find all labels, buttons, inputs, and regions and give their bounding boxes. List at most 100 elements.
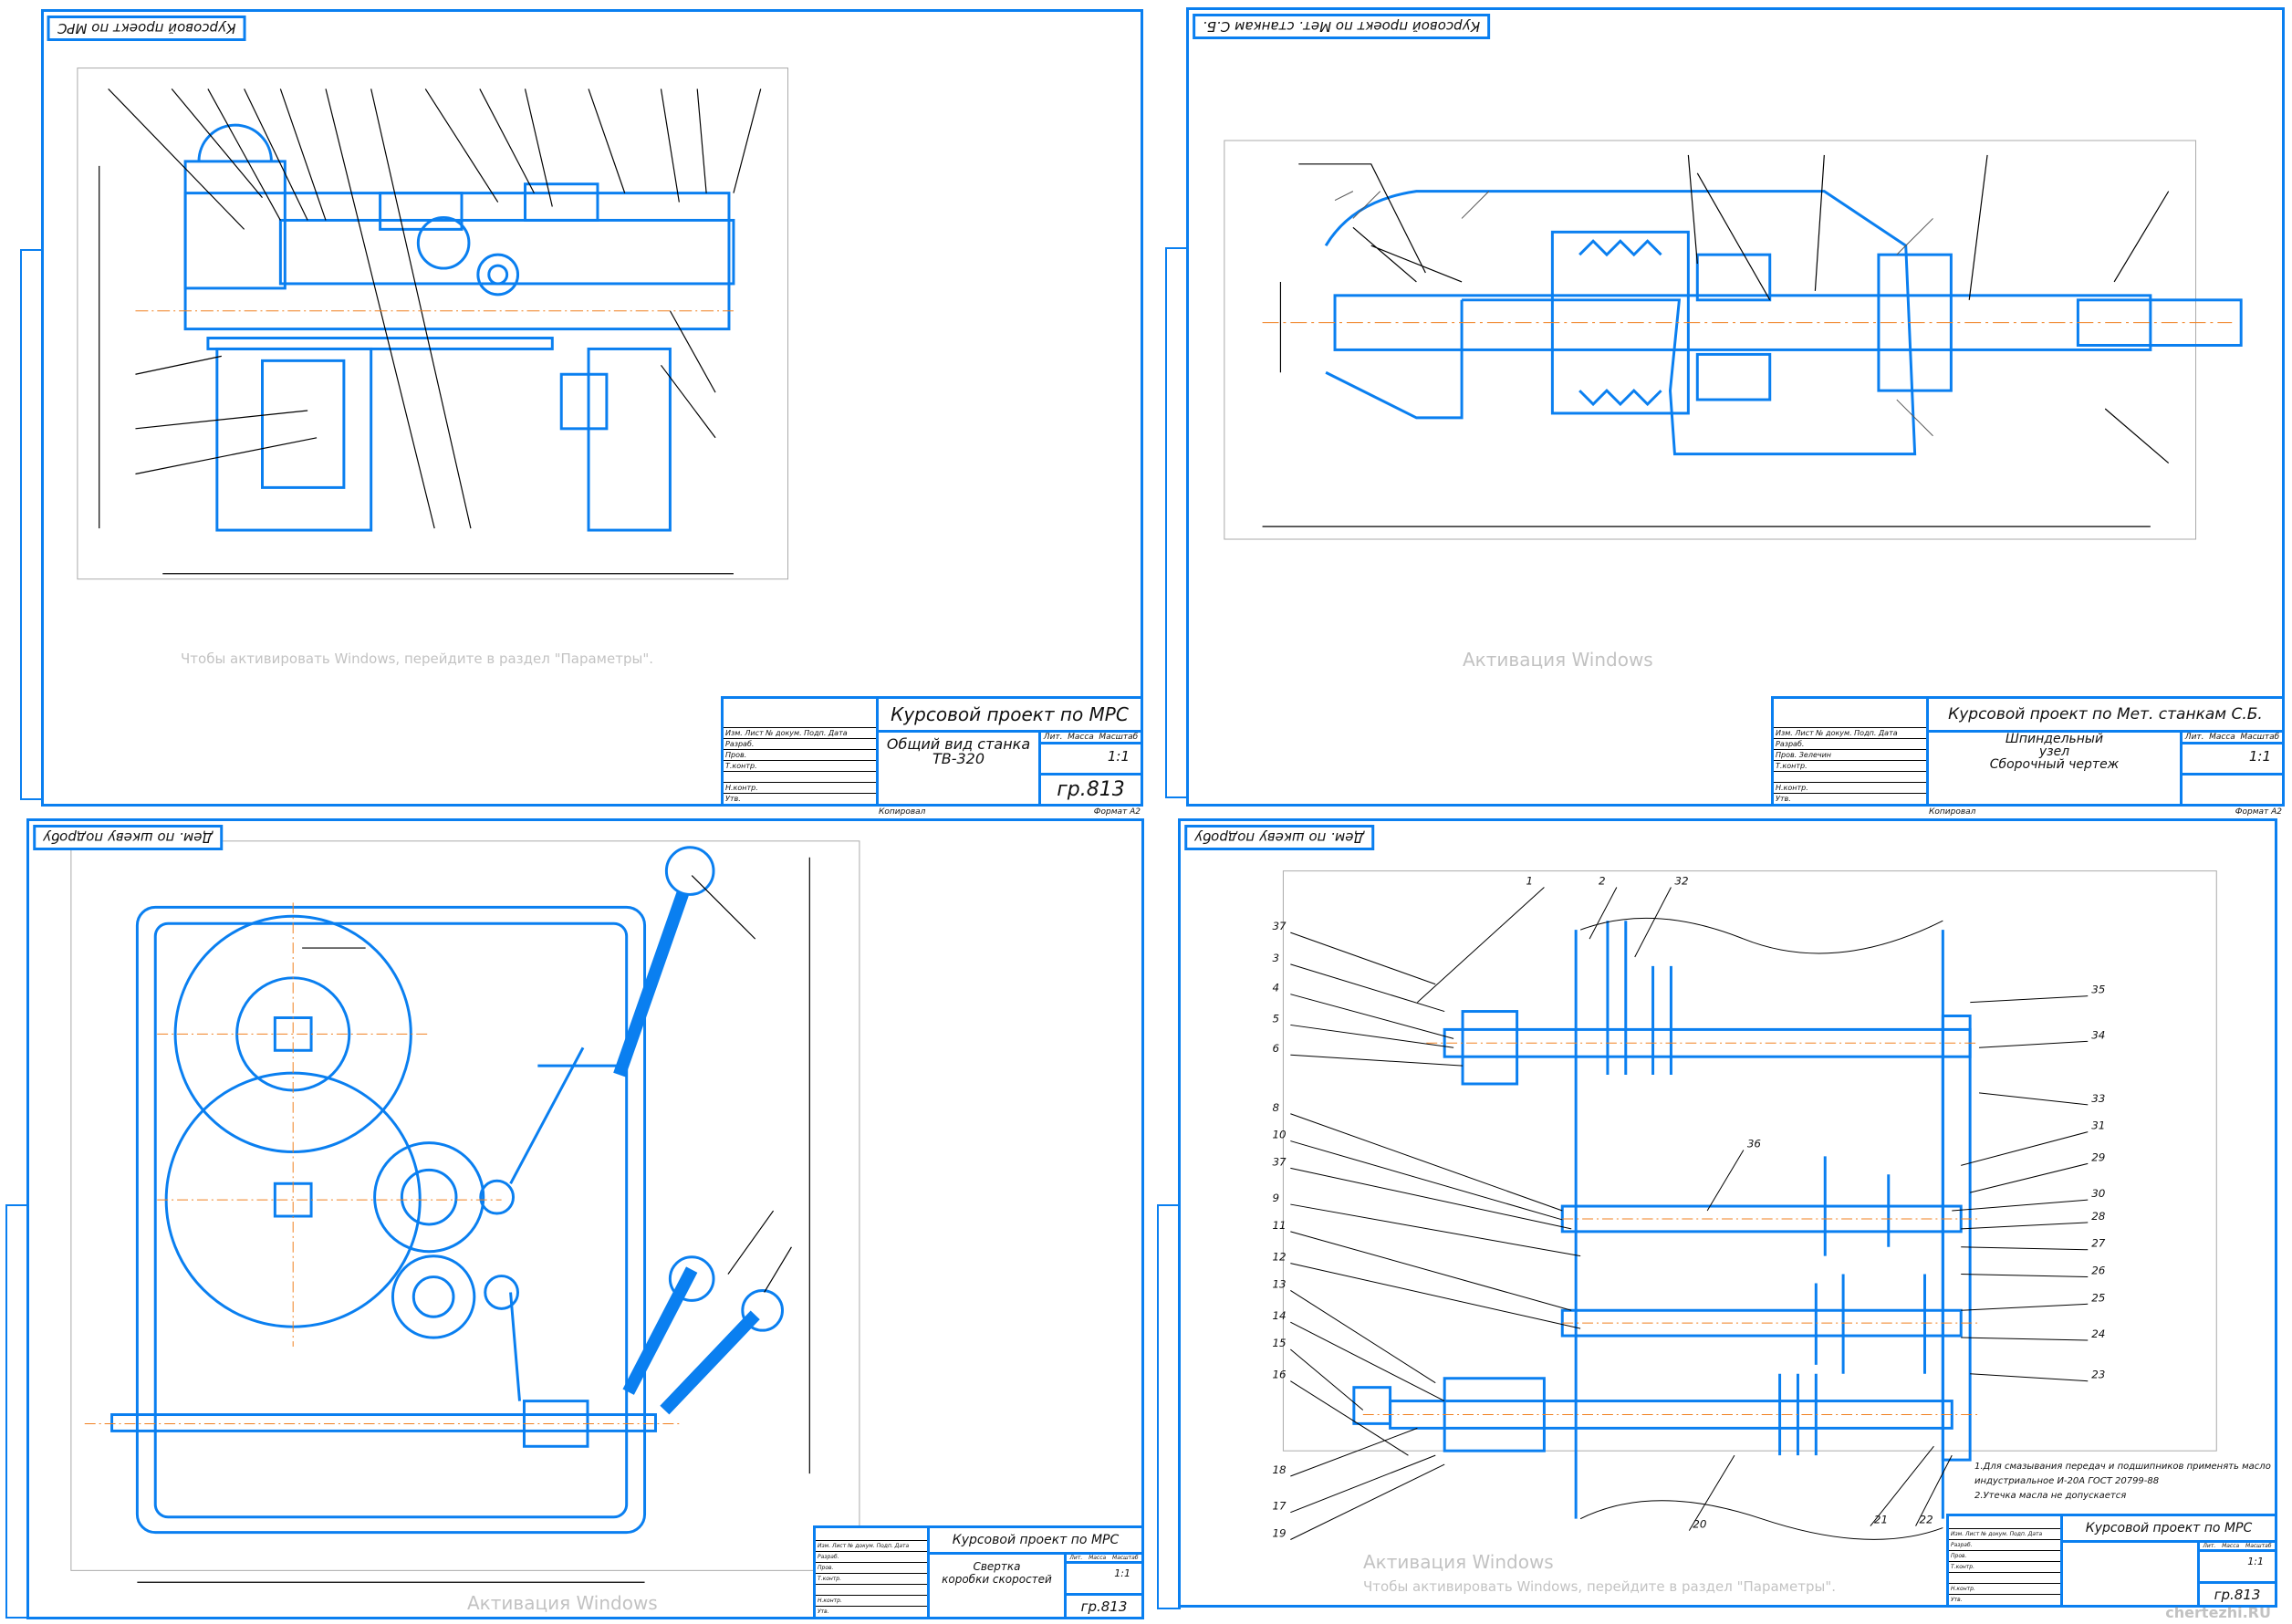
row bbox=[1949, 1572, 2060, 1583]
part-number-label: 30 bbox=[2091, 1187, 2105, 1200]
lit-label: Лит. bbox=[1069, 1555, 1083, 1561]
lit-label: Лит. bbox=[2184, 733, 2204, 742]
row: Утв. bbox=[816, 1606, 927, 1617]
title-block: Изм. Лист № докум. Подп. Дата Разраб. Пр… bbox=[813, 1525, 1141, 1617]
part-number-label: 9 bbox=[1272, 1192, 1279, 1204]
leader-line bbox=[1290, 994, 1454, 1039]
part-number-label: 19 bbox=[1272, 1527, 1286, 1540]
leader-line bbox=[1290, 1231, 1572, 1311]
project-title: Курсовой проект по МРС bbox=[2063, 1516, 2275, 1543]
row: Разраб. bbox=[816, 1551, 927, 1562]
part-number-label: 10 bbox=[1272, 1129, 1286, 1141]
corner-stamp: Курсовой проект по МРС bbox=[47, 16, 246, 41]
mass-label: Масса bbox=[2209, 733, 2235, 742]
leader-line bbox=[1290, 1289, 1436, 1384]
part-number-label: 15 bbox=[1272, 1337, 1286, 1349]
row: Утв. bbox=[724, 793, 876, 804]
watermark-subtitle: Чтобы активировать Windows, перейдите в … bbox=[181, 651, 653, 667]
name-line: Сборочный чертеж bbox=[1989, 756, 2120, 772]
mass-label: Масса bbox=[1089, 1555, 1107, 1561]
name-line: ТВ-320 bbox=[932, 749, 985, 767]
corner-stamp: Курсовой проект по Мет. станкам С.Б. bbox=[1193, 14, 1491, 39]
scale-label: Масштаб bbox=[1099, 733, 1139, 742]
leader-line bbox=[1961, 1274, 2089, 1278]
row: Пров. Зелечин bbox=[1774, 749, 1926, 760]
watermark-title: Активация Windows bbox=[1363, 1551, 1554, 1573]
part-number-label: 1 bbox=[1526, 875, 1534, 888]
row: Н.контр. bbox=[1774, 782, 1926, 793]
watermark-subtitle: Чтобы активировать Windows, перейдите в … bbox=[1363, 1578, 1836, 1595]
leader-line bbox=[1589, 887, 1618, 940]
leader-line bbox=[1290, 1427, 1418, 1477]
side-strip bbox=[20, 249, 44, 800]
part-number-label: 32 bbox=[1674, 875, 1688, 888]
leader-line bbox=[1979, 1040, 2089, 1048]
title-block-signature-rows: Изм. Лист № докум. Подп. Дата Разраб. Пр… bbox=[816, 1528, 930, 1617]
part-number-label: 35 bbox=[2091, 984, 2105, 996]
row: Изм. Лист № докум. Подп. Дата bbox=[724, 727, 876, 738]
group-number: гр.813 bbox=[2197, 1581, 2275, 1605]
row: Т.контр. bbox=[1949, 1561, 2060, 1572]
part-number-label: 3 bbox=[1272, 952, 1279, 964]
sheet-general-view: Курсовой проект по МРС Изм. Лист № докум… bbox=[20, 9, 1143, 817]
row: Изм. Лист № докум. Подп. Дата bbox=[816, 1540, 927, 1551]
leader-line bbox=[1290, 1348, 1364, 1411]
part-number-label: 24 bbox=[2091, 1327, 2105, 1340]
name-line: Общий вид станка bbox=[886, 734, 1031, 753]
scale-value: 1:1 bbox=[2247, 1556, 2264, 1567]
side-strip bbox=[1157, 1204, 1181, 1609]
row: Разраб. bbox=[1774, 738, 1926, 749]
leader-line bbox=[1961, 1337, 2089, 1341]
leader-line bbox=[1915, 1454, 1953, 1526]
row: Разраб. bbox=[724, 738, 876, 749]
lit-label: Лит. bbox=[1043, 733, 1063, 742]
part-number-label: 11 bbox=[1272, 1219, 1286, 1232]
part-number-label: 6 bbox=[1272, 1042, 1279, 1055]
leader-line bbox=[1290, 1454, 1436, 1514]
spindle-section-drawing bbox=[1224, 140, 2243, 540]
name-line: коробки скоростей bbox=[942, 1572, 1052, 1586]
leader-line bbox=[1290, 1203, 1581, 1257]
leader-line bbox=[1290, 1463, 1445, 1540]
title-block-signature-rows: Изм. Лист № докум. Подп. Дата Разраб. Пр… bbox=[724, 699, 879, 804]
scale-value: 1:1 bbox=[2248, 748, 2271, 765]
leader-line bbox=[1417, 887, 1545, 1003]
row: Т.контр. bbox=[816, 1573, 927, 1584]
mass-label: Масса bbox=[1068, 733, 1094, 742]
row: Пров. bbox=[1949, 1550, 2060, 1561]
row: Разраб. bbox=[1949, 1539, 2060, 1550]
part-number-label: 21 bbox=[1874, 1514, 1888, 1526]
leader-line bbox=[1290, 963, 1445, 1013]
leader-line bbox=[1979, 1092, 2089, 1106]
leader-line bbox=[1290, 1380, 1409, 1456]
name-line: Свертка bbox=[973, 1559, 1021, 1573]
scale-value: 1:1 bbox=[1114, 1567, 1130, 1579]
part-number-label: 37 bbox=[1272, 1155, 1287, 1168]
part-number-label: 26 bbox=[2091, 1265, 2106, 1277]
scale-label: Масштаб bbox=[2240, 733, 2280, 742]
part-number-label: 25 bbox=[2091, 1291, 2105, 1304]
part-number-label: 36 bbox=[1747, 1138, 1762, 1150]
part-number-label: 23 bbox=[2091, 1369, 2105, 1381]
side-strip bbox=[1165, 247, 1189, 798]
leader-line bbox=[1290, 1321, 1445, 1402]
row bbox=[724, 771, 876, 782]
row: Пров. bbox=[724, 749, 876, 760]
name-line: Шпиндельный bbox=[2005, 731, 2104, 746]
leader-line bbox=[1290, 1140, 1563, 1221]
part-number-label: 28 bbox=[2091, 1210, 2106, 1223]
leader-line bbox=[1961, 1222, 2089, 1230]
leader-line bbox=[1870, 1445, 1934, 1526]
leader-line bbox=[1961, 1303, 2089, 1311]
row bbox=[1774, 771, 1926, 782]
part-number-label: 31 bbox=[2091, 1119, 2105, 1132]
project-title: Курсовой проект по Мет. станкам С.Б. bbox=[1929, 699, 2282, 733]
title-block: Изм. Лист № докум. Подп. Дата Разраб. Пр… bbox=[1771, 696, 2282, 817]
row: Изм. Лист № докум. Подп. Дата bbox=[1774, 727, 1926, 738]
